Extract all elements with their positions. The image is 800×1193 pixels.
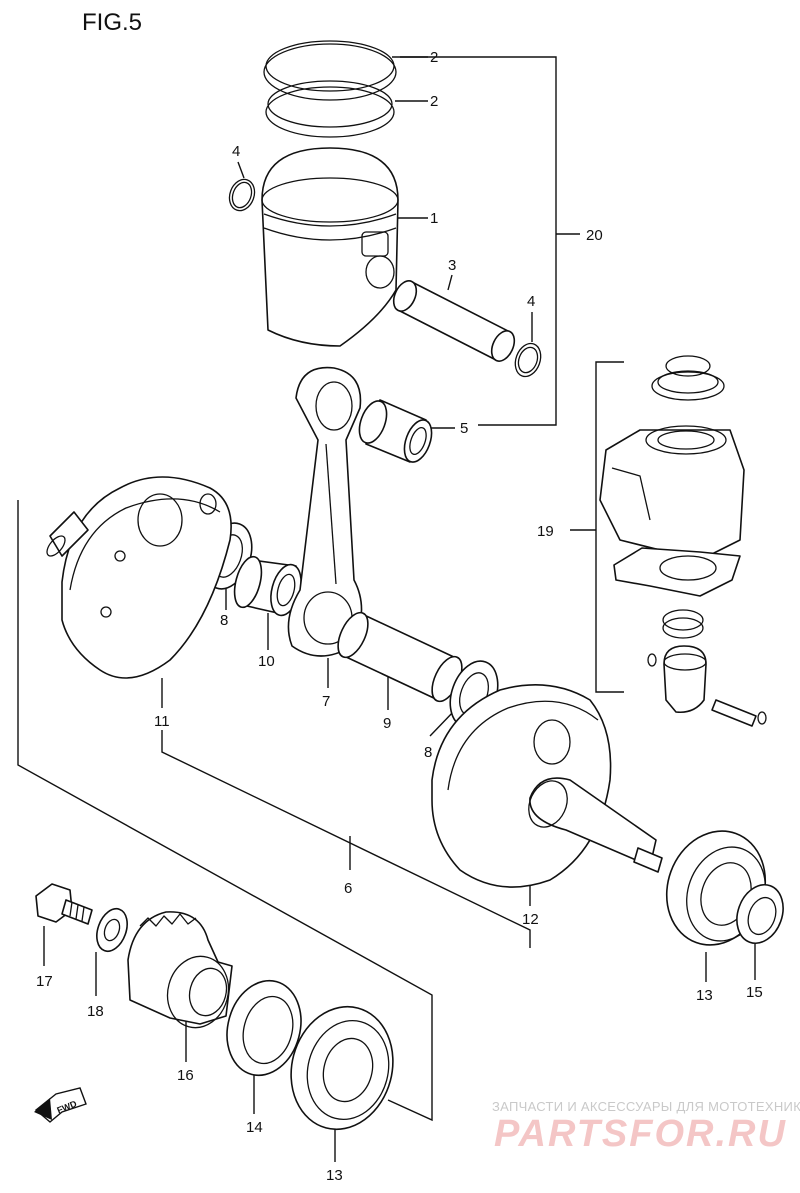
cylinder-gasket-set: [599, 355, 767, 727]
label-oil-seal-right: 15: [746, 984, 763, 1001]
figure-title: FIG.5: [82, 9, 142, 36]
label-thrust-washer-right: 8: [424, 744, 432, 761]
label-small-end-bearing: 5: [460, 420, 468, 437]
label-thrust-washer-left: 8: [220, 612, 228, 629]
piston: [261, 147, 399, 347]
label-circlip-left: 4: [232, 143, 240, 160]
piston-ring-upper: [263, 40, 397, 101]
label-bolt: 17: [36, 973, 53, 990]
big-end-bearing: [233, 555, 302, 617]
part-labels: 2 2 4 1 20 3 4 5 19 8 10 7 9 8 11 6 12 1…: [36, 49, 763, 1184]
label-bearing-left: 13: [326, 1167, 343, 1184]
bearing-left: [290, 1005, 394, 1131]
small-end-bearing: [358, 399, 433, 463]
piston-pin: [392, 280, 516, 362]
piston-ring-lower: [265, 80, 395, 138]
label-big-end-bearing: 10: [258, 653, 275, 670]
label-piston-ring-lower: 2: [430, 93, 438, 110]
label-circlip-right: 4: [527, 293, 535, 310]
label-crankshaft-assembly: 6: [344, 880, 352, 897]
circlip-left: [228, 178, 256, 212]
label-cylinder-gasket-set: 19: [537, 523, 554, 540]
washer: [96, 907, 128, 953]
label-crank-right: 12: [522, 911, 539, 928]
primary-gear: [127, 911, 233, 1029]
label-bearing-right: 13: [696, 987, 713, 1004]
connecting-rod: [287, 366, 363, 657]
circlip-right: [514, 342, 542, 378]
crank-left: [46, 476, 232, 679]
watermark-tagline: ЗАПЧАСТИ И АКСЕССУАРЫ ДЛЯ МОТОТЕХНИКИ: [492, 1099, 800, 1114]
label-piston-pin: 3: [448, 257, 456, 274]
label-piston-ring-upper: 2: [430, 49, 438, 66]
label-crank-pin: 9: [383, 715, 391, 732]
oil-seal-right: [736, 884, 784, 944]
leader-lines: [17, 56, 756, 1162]
watermark-brand: PARTSFOR.RU: [494, 1113, 787, 1155]
forward-arrow-icon: FWD: [34, 1087, 87, 1123]
label-piston: 1: [430, 210, 438, 227]
oil-seal-left: [226, 979, 302, 1077]
label-primary-gear: 16: [177, 1067, 194, 1084]
label-oil-seal-left: 14: [246, 1119, 263, 1136]
label-piston-set: 20: [586, 227, 603, 244]
label-crank-left: 11: [154, 713, 170, 730]
label-connecting-rod: 7: [322, 693, 330, 710]
crank-pin: [337, 611, 463, 703]
crank-right: [431, 684, 663, 888]
bolt: [35, 883, 93, 925]
label-washer: 18: [87, 1003, 104, 1020]
